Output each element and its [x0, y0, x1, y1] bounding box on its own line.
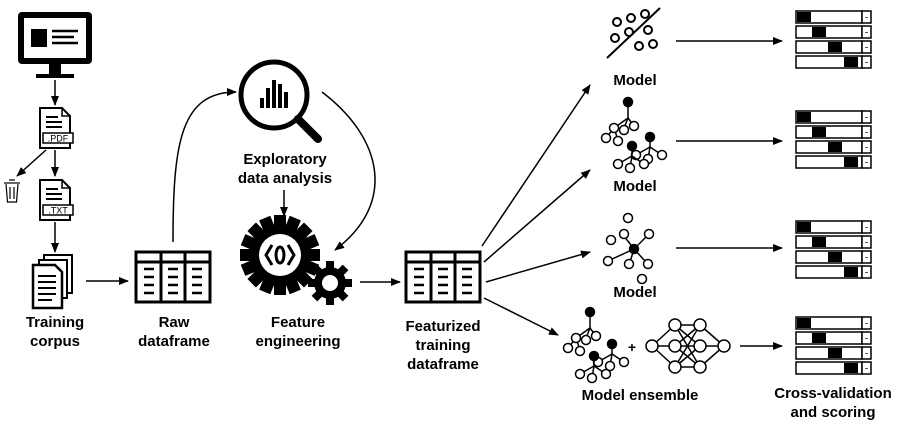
score-table-icon [795, 220, 872, 280]
documents-stack-icon [31, 254, 73, 310]
txt-badge: .TXT [48, 206, 68, 216]
ensemble-trees-icon [562, 306, 630, 384]
score-table-icon [795, 110, 872, 170]
scatter-model-icon [606, 7, 661, 59]
tree-model-icon [600, 96, 668, 174]
label-model-3: Model [613, 284, 657, 301]
graph-model-icon [602, 212, 655, 285]
plus-sign: + [628, 339, 636, 355]
label-model-ensemble: Model ensemble [581, 387, 699, 404]
score-table-icon [795, 316, 872, 376]
txt-document-icon: .TXT [39, 179, 74, 221]
pdf-document-icon: .PDF [39, 107, 74, 149]
neural-network-icon [645, 318, 731, 374]
pdf-badge: .PDF [48, 134, 69, 144]
featurized-table-icon [404, 250, 482, 304]
label-model-2: Model [613, 178, 657, 195]
score-table-icon [795, 10, 872, 70]
raw-dataframe-table-icon [134, 250, 212, 304]
trash-icon [4, 179, 20, 203]
gears-icon [240, 215, 352, 305]
label-model-1: Model [613, 72, 657, 89]
monitor-icon [18, 12, 92, 78]
magnifier-chart-icon [238, 59, 322, 143]
